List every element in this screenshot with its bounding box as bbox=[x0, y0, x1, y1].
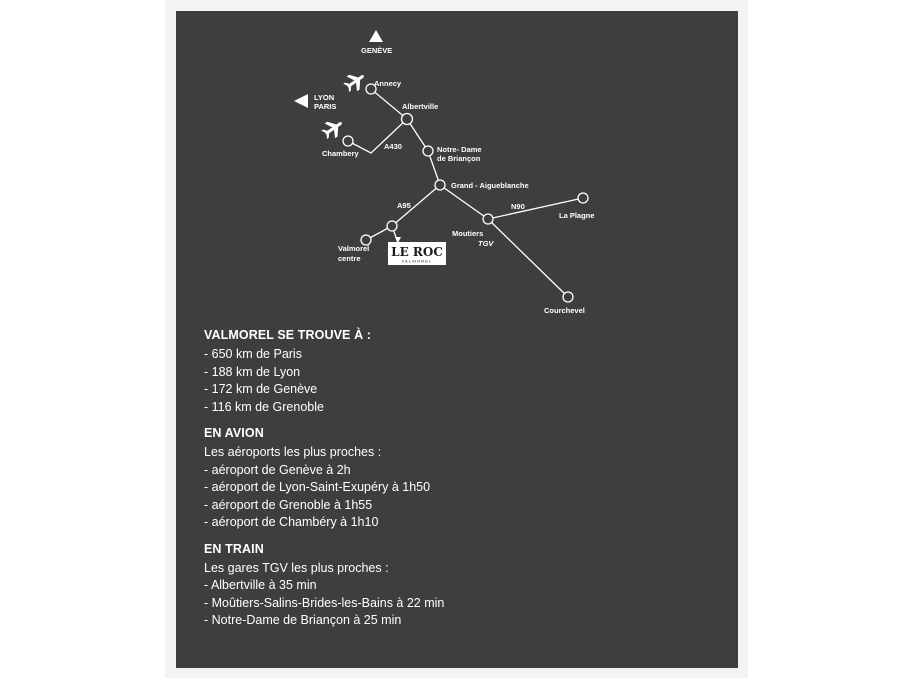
access-panel: GENÈVE LYON PARIS Annecy Albertville Cha… bbox=[176, 11, 738, 668]
section-title-plane: EN AVION bbox=[204, 426, 264, 440]
list-item: - 650 km de Paris bbox=[204, 347, 302, 361]
label-valmorel-line2: centre bbox=[338, 254, 361, 263]
node-annecy bbox=[365, 83, 377, 95]
node-notre-dame bbox=[422, 145, 434, 157]
label-tgv: TGV bbox=[478, 239, 494, 248]
node-courchevel bbox=[562, 291, 574, 303]
label-moutiers: Moutiers bbox=[452, 229, 483, 238]
list-item: - 172 km de Genève bbox=[204, 382, 318, 396]
le-roc-logo: LE ROC VALMOREL bbox=[388, 237, 446, 265]
label-a95: A95 bbox=[397, 201, 411, 210]
section-intro: Les gares TGV les plus proches : bbox=[204, 560, 389, 575]
label-notre-dame-line2: de Briançon bbox=[437, 154, 481, 163]
node-la-plagne bbox=[577, 192, 589, 204]
logo-name: LE ROC bbox=[391, 245, 443, 259]
west-arrow-icon bbox=[294, 94, 308, 108]
node-moutiers bbox=[482, 213, 494, 225]
label-lyon: LYON bbox=[314, 93, 334, 102]
label-la-plagne: La Plagne bbox=[559, 211, 594, 220]
label-geneve: GENÈVE bbox=[361, 46, 392, 55]
section-intro: Les aéroports les plus proches : bbox=[204, 445, 382, 459]
route-lines bbox=[347, 88, 584, 298]
airplane-icon bbox=[321, 121, 342, 139]
list-item: - 116 km de Grenoble bbox=[204, 399, 324, 414]
access-info: VALMOREL SE TROUVE À : - 650 km de Paris… bbox=[204, 324, 704, 630]
node-chambery bbox=[342, 135, 354, 147]
list-item: - Notre-Dame de Briançon à 25 min bbox=[204, 613, 402, 627]
node-albertville bbox=[400, 112, 414, 126]
node-grand-aigueblanche bbox=[434, 179, 446, 191]
label-annecy: Annecy bbox=[374, 79, 402, 88]
airplane-icon bbox=[343, 74, 364, 92]
list-item: - aéroport de Chambéry à 1h10 bbox=[204, 515, 379, 529]
label-albertville: Albertville bbox=[402, 102, 438, 111]
label-n90: N90 bbox=[511, 202, 525, 211]
label-valmorel-line1: Valmorel bbox=[338, 244, 369, 253]
label-paris: PARIS bbox=[314, 102, 336, 111]
node-valmorel bbox=[360, 234, 372, 246]
label-a430: A430 bbox=[384, 142, 402, 151]
list-item: - aéroport de Grenoble à 1h55 bbox=[204, 497, 373, 512]
label-notre-dame-line1: Notre- Dame bbox=[437, 145, 482, 154]
list-item: - Moûtiers-Salins-Brides-les-Bains à 22 … bbox=[204, 595, 445, 610]
label-grand-aigueblanche: Grand - Aigueblanche bbox=[451, 181, 529, 190]
section-title-location: VALMOREL SE TROUVE À : bbox=[204, 328, 372, 342]
route-map: GENÈVE LYON PARIS Annecy Albertville Cha… bbox=[294, 30, 594, 315]
list-item: - aéroport de Genève à 2h bbox=[204, 462, 351, 477]
section-title-train: EN TRAIN bbox=[204, 541, 264, 556]
north-arrow-icon bbox=[369, 30, 383, 42]
logo-subtitle: VALMOREL bbox=[401, 259, 432, 264]
label-courchevel: Courchevel bbox=[544, 306, 585, 315]
list-item: - 188 km de Lyon bbox=[204, 364, 301, 379]
list-item: - aéroport de Lyon-Saint-Exupéry à 1h50 bbox=[204, 480, 431, 494]
node-le-roc bbox=[386, 220, 398, 232]
list-item: - Albertville à 35 min bbox=[204, 578, 317, 592]
label-chambery: Chambery bbox=[322, 149, 360, 158]
